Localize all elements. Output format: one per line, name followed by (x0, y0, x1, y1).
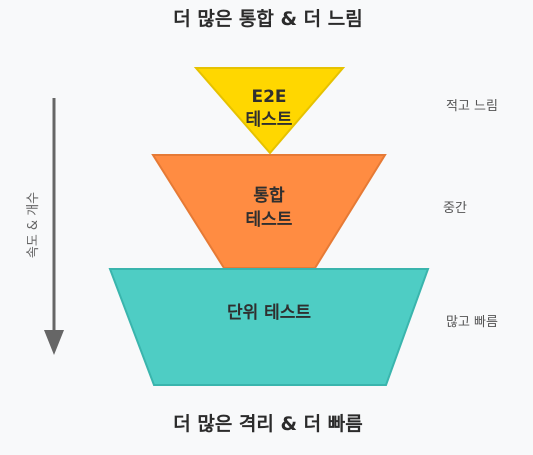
unit-layer-label: 단위 테스트 (227, 303, 311, 323)
axis-arrow-head (44, 330, 64, 355)
integration-layer-label-line1: 통합 (253, 185, 285, 206)
e2e-side-label: 적고 느림 (446, 99, 498, 114)
unit-side-label: 많고 빠름 (446, 315, 498, 330)
integration-layer-label-line2: 테스트 (246, 210, 293, 230)
top-title: 더 많은 통합 & 더 느림 (173, 8, 362, 30)
bottom-title: 더 많은 격리 & 더 빠름 (173, 413, 362, 435)
unit-layer-shape (108, 268, 430, 386)
e2e-layer-label-line1: E2E (251, 87, 286, 107)
e2e-layer-shape (193, 67, 346, 155)
axis-label: 속도 & 개수 (26, 192, 41, 258)
integration-side-label: 중간 (443, 201, 467, 216)
e2e-layer-label-line2: 테스트 (246, 110, 293, 130)
